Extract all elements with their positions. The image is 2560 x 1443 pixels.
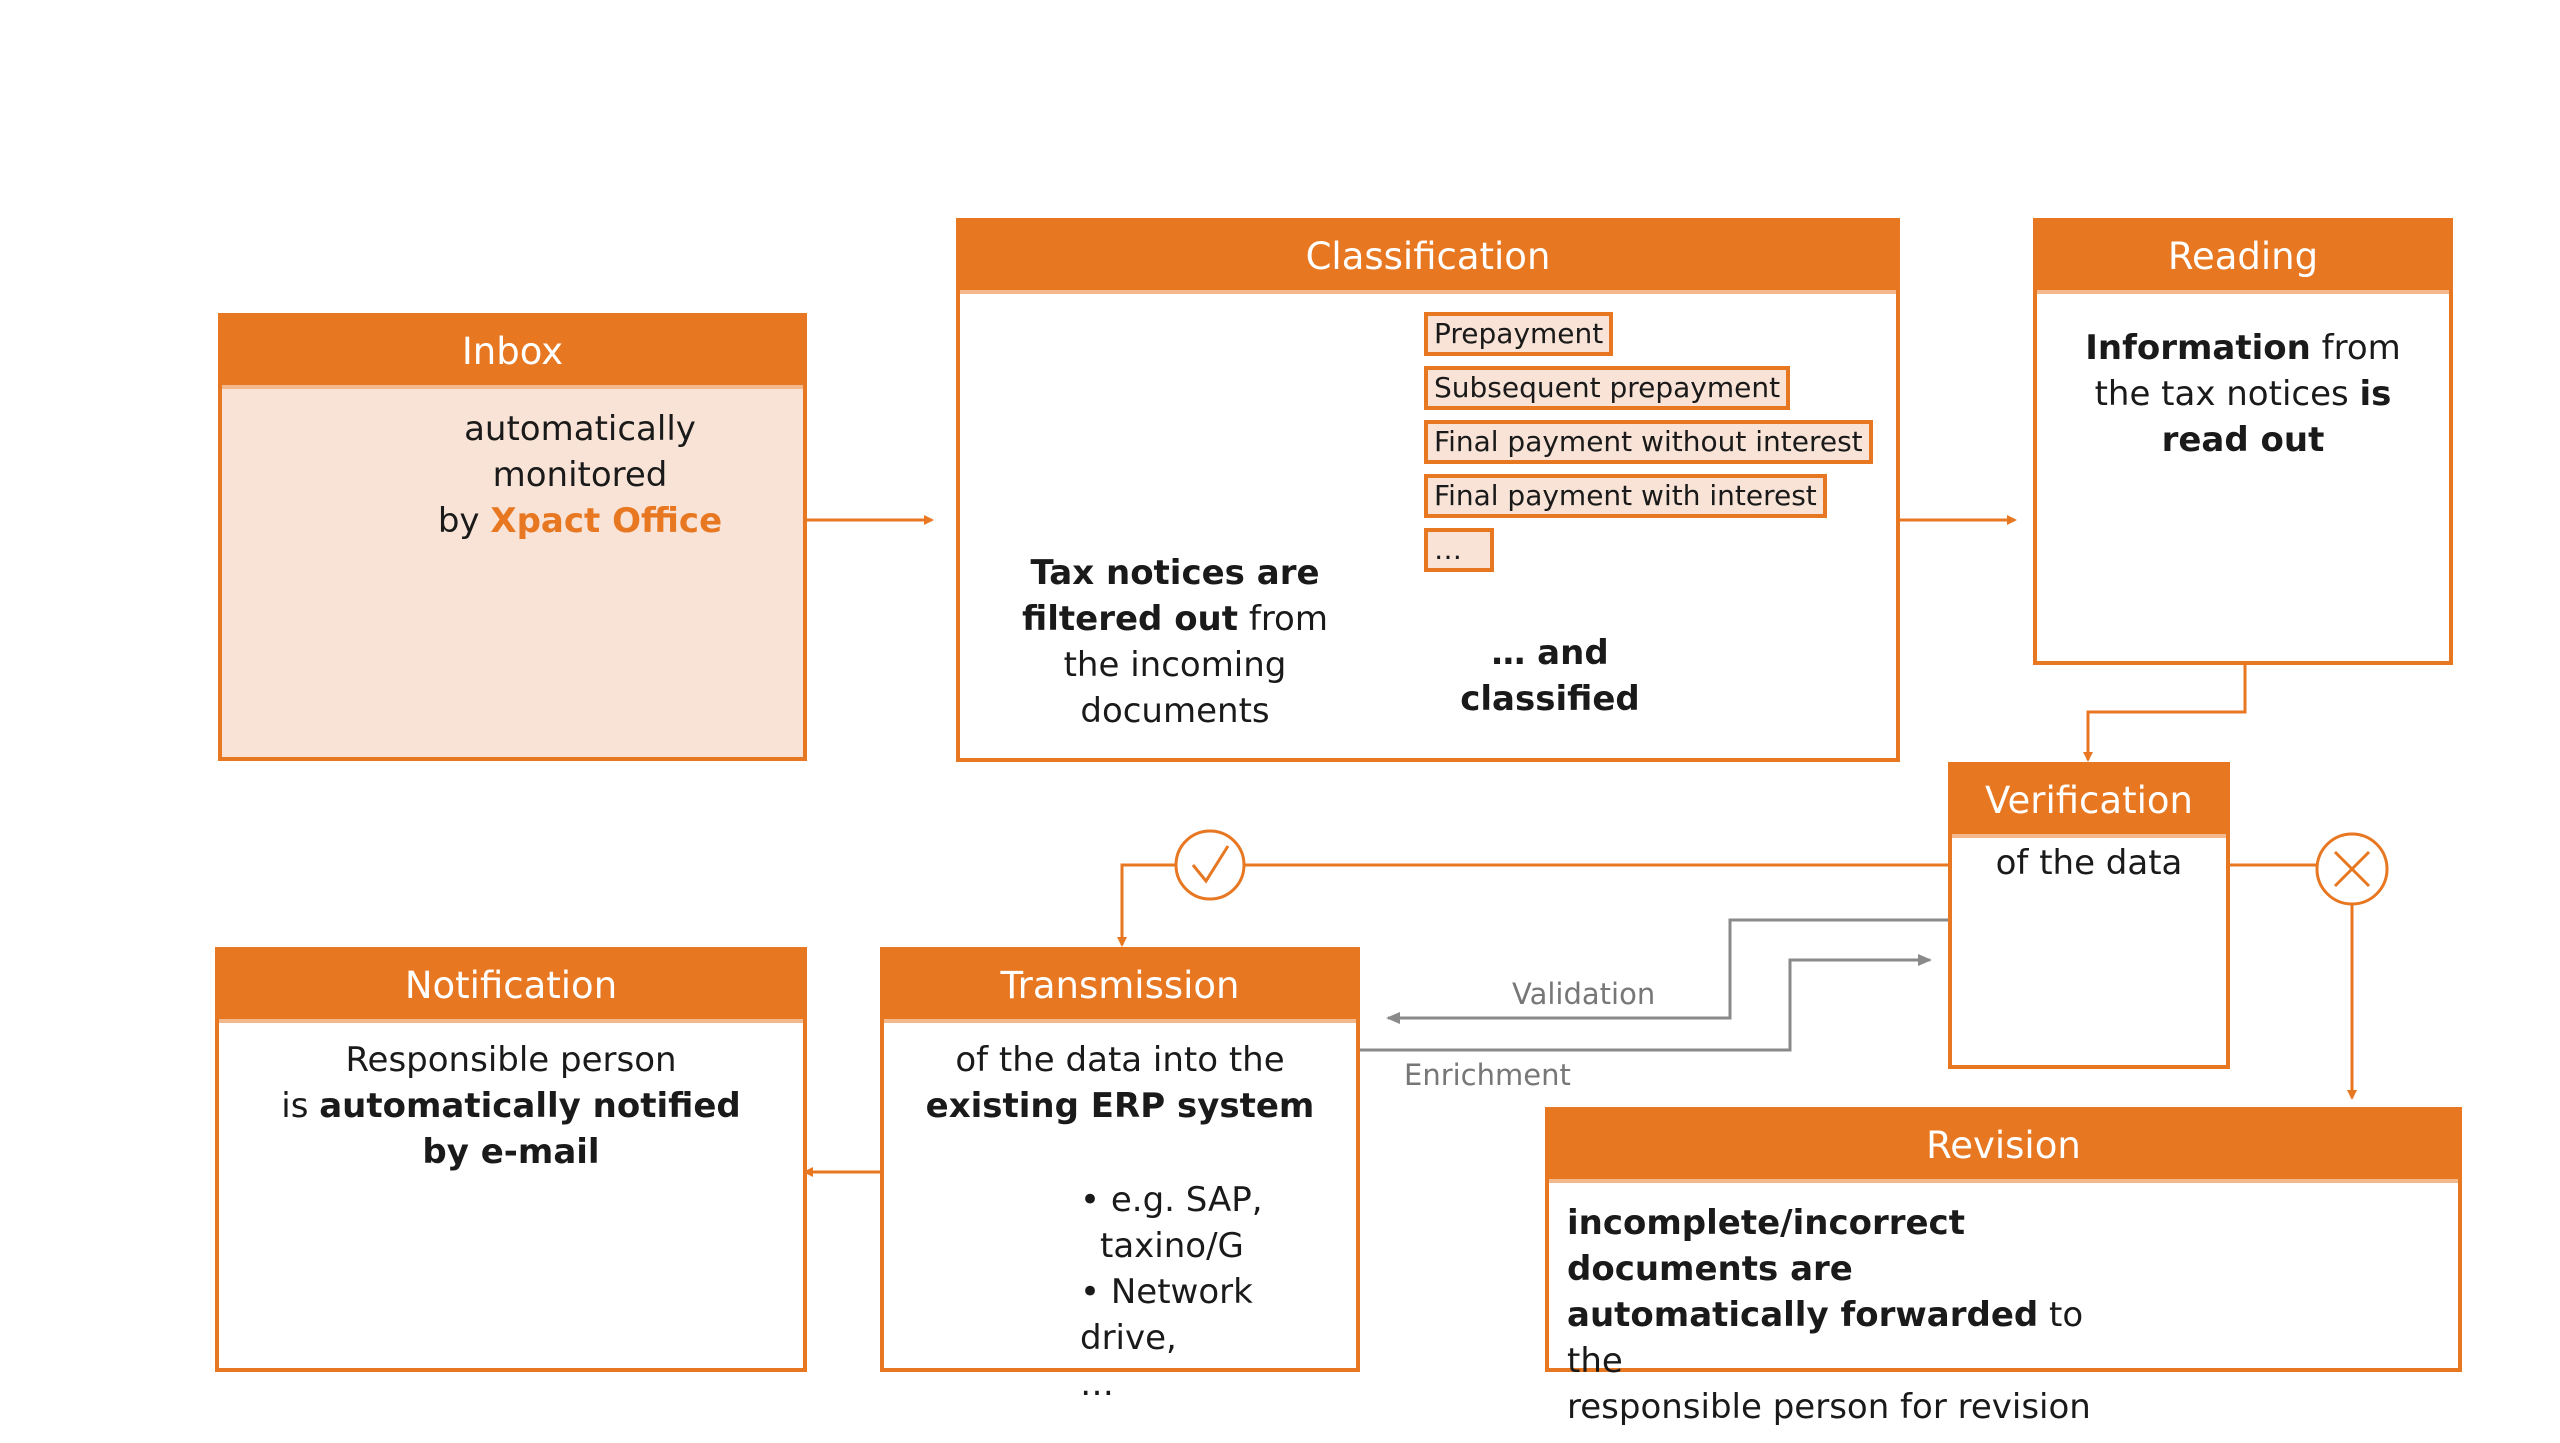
transmission-title: Transmission bbox=[884, 951, 1356, 1023]
notification-title: Notification bbox=[219, 951, 803, 1023]
transmission-systems-list: • e.g. SAP, taxino/G • Network drive, … bbox=[1080, 1180, 1263, 1404]
transmission-box: Transmission bbox=[880, 947, 1360, 1372]
transmission-description: of the data into the existing ERP system bbox=[925, 1040, 1315, 1126]
arrow-verification-transmission bbox=[1117, 863, 1950, 947]
check-circle-icon bbox=[1174, 829, 1246, 901]
reading-description: Information from the tax notices is read… bbox=[2085, 328, 2401, 460]
revision-description: incomplete/incorrect documents are autom… bbox=[1567, 1203, 2091, 1427]
notification-box: Notification bbox=[215, 947, 807, 1372]
enrichment-label: Enrichment bbox=[1404, 1058, 1571, 1092]
reading-box: Reading bbox=[2033, 218, 2453, 665]
inbox-box: Inbox bbox=[218, 313, 807, 761]
classified-text: … and classified bbox=[1460, 633, 1640, 719]
inbox-title: Inbox bbox=[222, 317, 803, 389]
validation-label: Validation bbox=[1512, 977, 1656, 1011]
revision-title: Revision bbox=[1549, 1111, 2458, 1183]
arrow-validation bbox=[1386, 918, 1950, 1024]
check-mark bbox=[1191, 845, 1230, 884]
tag-final-without-interest: Final payment without interest bbox=[1424, 420, 1873, 464]
tag-prepayment: Prepayment bbox=[1424, 312, 1614, 356]
verification-subtitle: of the data bbox=[1995, 843, 2183, 883]
arrow-reading-verification bbox=[2083, 665, 2247, 762]
verification-box: Verification bbox=[1948, 762, 2230, 1069]
inbox-description: automatically monitored by Xpact Office bbox=[437, 409, 723, 541]
classification-title: Classification bbox=[960, 222, 1896, 294]
verification-title: Verification bbox=[1952, 766, 2226, 838]
tag-final-with-interest: Final payment with interest bbox=[1424, 474, 1827, 518]
classification-filter-text: Tax notices are filtered out from the in… bbox=[1022, 553, 1328, 731]
product-name: Xpact Office bbox=[490, 501, 723, 541]
tag-subsequent-prepayment: Subsequent prepayment bbox=[1424, 366, 1791, 410]
tag-ellipsis: … bbox=[1424, 528, 1494, 572]
arrow-enrichment bbox=[1358, 954, 1932, 1052]
revision-box: Revision bbox=[1545, 1107, 2462, 1372]
notification-description: Responsible person is automatically noti… bbox=[281, 1040, 741, 1172]
reading-title: Reading bbox=[2037, 222, 2449, 294]
